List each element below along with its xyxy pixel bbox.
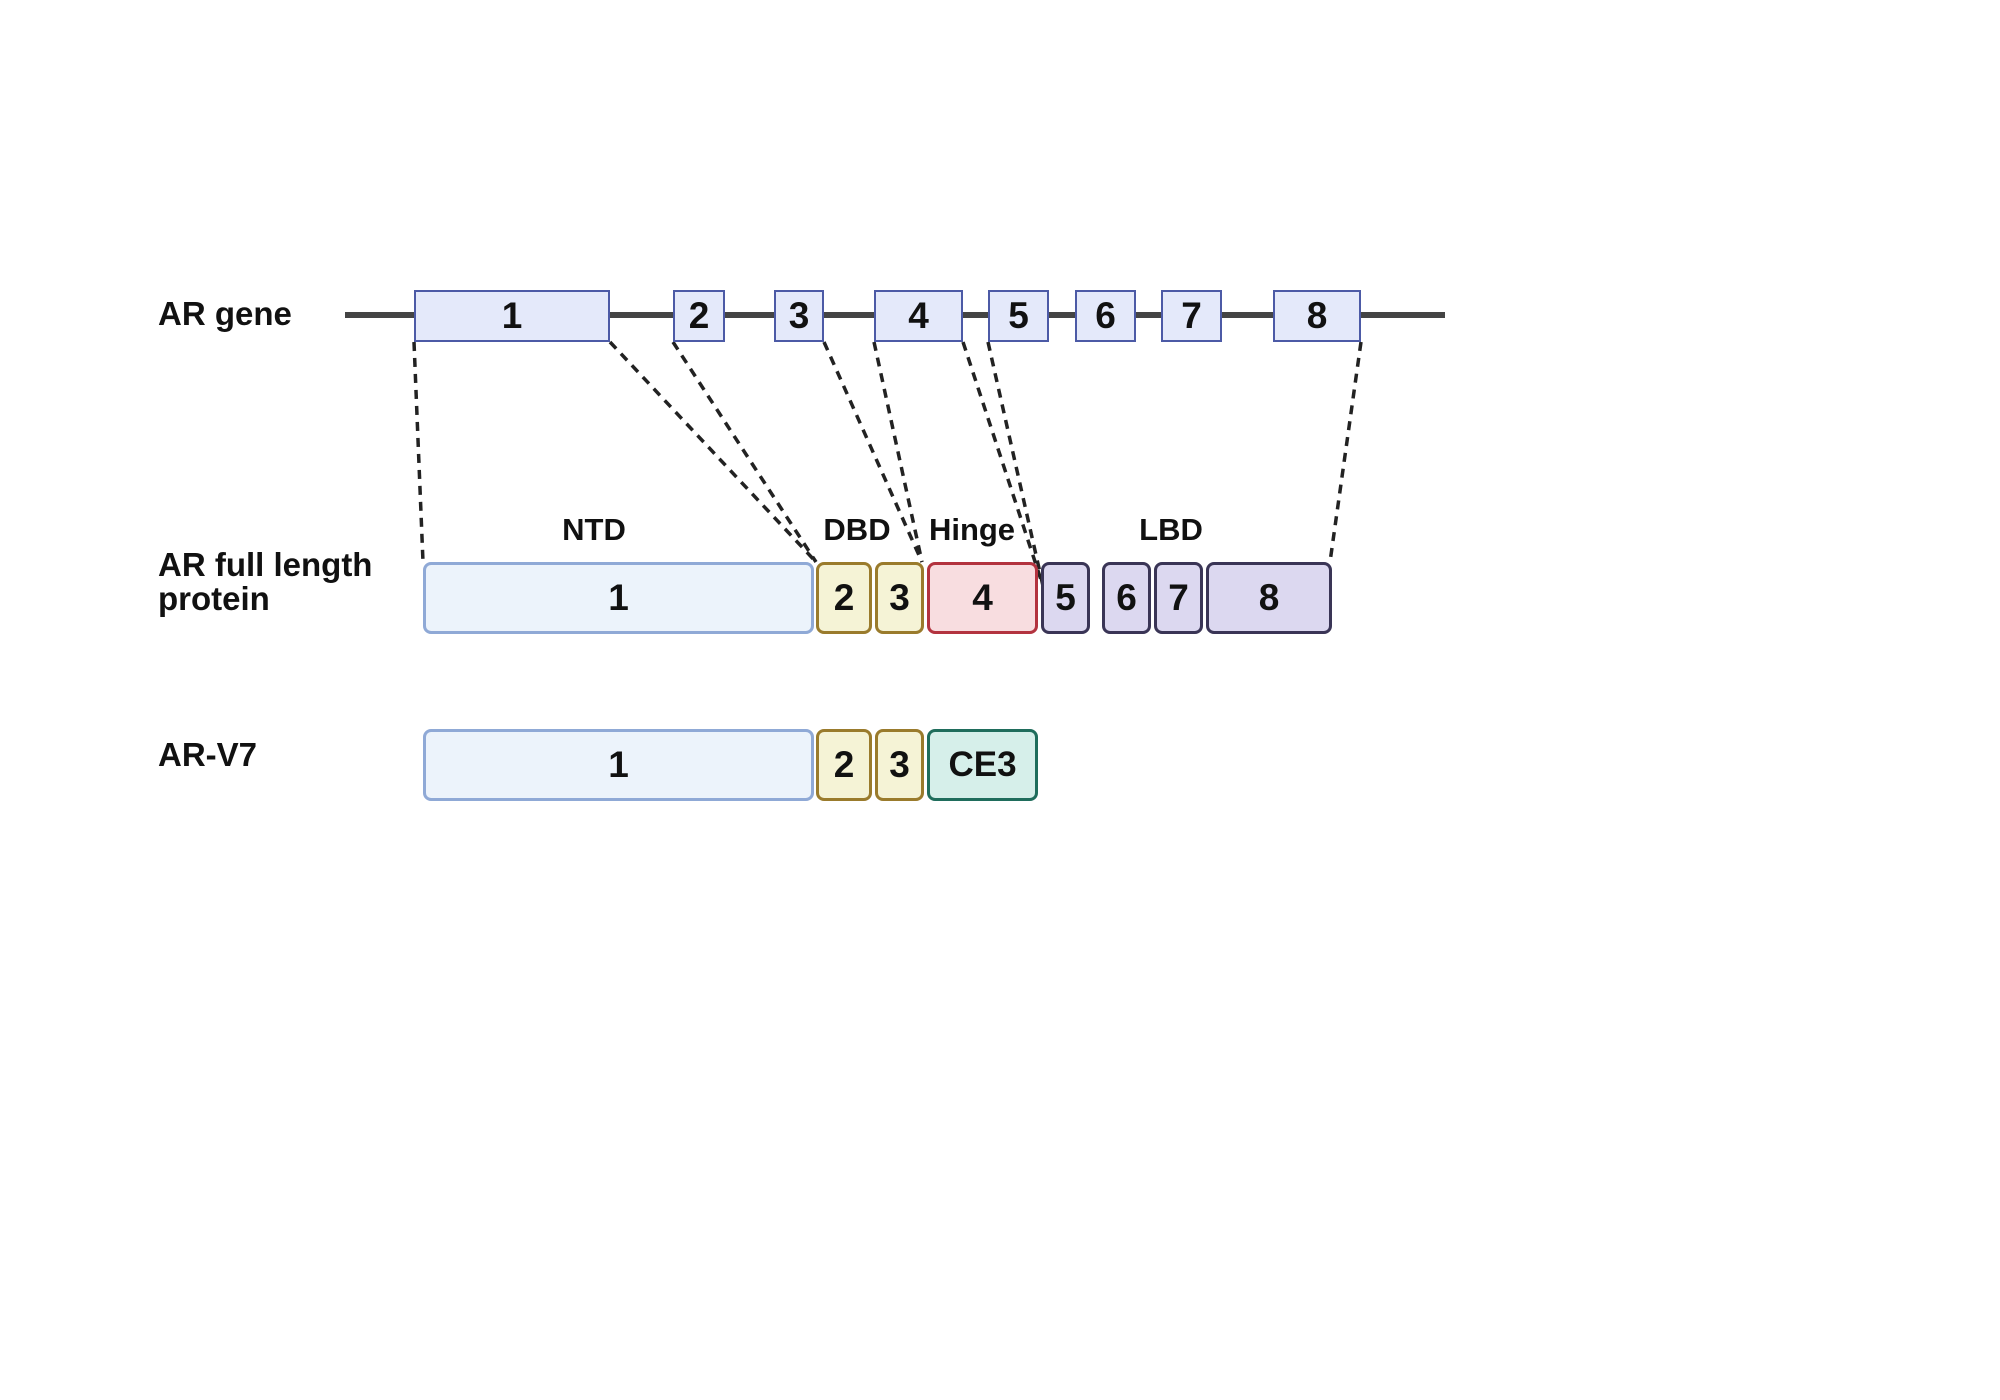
domain-label-hinge: Hinge [928,512,1016,547]
variant-segment-ce3: CE3 [927,729,1038,801]
variant-segment-1-ntd: 1 [423,729,814,801]
gene-exon-1: 1 [414,290,610,342]
connector-exon4-right [961,341,1045,587]
variant-row-label: AR-V7 [158,736,258,773]
connector-exon8-right [1328,341,1363,563]
connector-exon1-left [412,341,425,563]
protein-segment-3-dbd: 3 [875,562,924,634]
gene-exon-3: 3 [774,290,824,342]
gene-row-label: AR gene [158,295,292,332]
protein-segment-8-lbd: 8 [1206,562,1332,634]
variant-segment-3-dbd: 3 [875,729,924,801]
protein-segment-5-lbd: 5 [1041,562,1090,634]
domain-label-dbd: DBD [823,512,891,547]
connector-exon5-left [986,341,1045,587]
gene-exon-7: 7 [1161,290,1222,342]
gene-exon-8: 8 [1273,290,1361,342]
connector-exon3-right [822,341,924,563]
protein-segment-2-dbd: 2 [816,562,872,634]
protein-row-label: AR full length protein [158,548,372,616]
domain-label-lbd: LBD [1139,512,1203,547]
protein-row-label-line2: protein [158,580,270,617]
protein-segment-1-ntd: 1 [423,562,814,634]
gene-exon-4: 4 [874,290,963,342]
connector-exon2-left [671,341,818,563]
protein-segment-6-lbd: 6 [1102,562,1151,634]
protein-segment-7-lbd: 7 [1154,562,1203,634]
domain-label-ntd: NTD [562,512,626,547]
gene-exon-5: 5 [988,290,1049,342]
connector-exon4-left [872,341,924,563]
gene-exon-6: 6 [1075,290,1136,342]
connector-exon1-right [608,340,818,564]
protein-segment-4-hinge: 4 [927,562,1038,634]
protein-row-label-line1: AR full length [158,546,373,583]
variant-segment-2-dbd: 2 [816,729,872,801]
gene-exon-2: 2 [673,290,725,342]
